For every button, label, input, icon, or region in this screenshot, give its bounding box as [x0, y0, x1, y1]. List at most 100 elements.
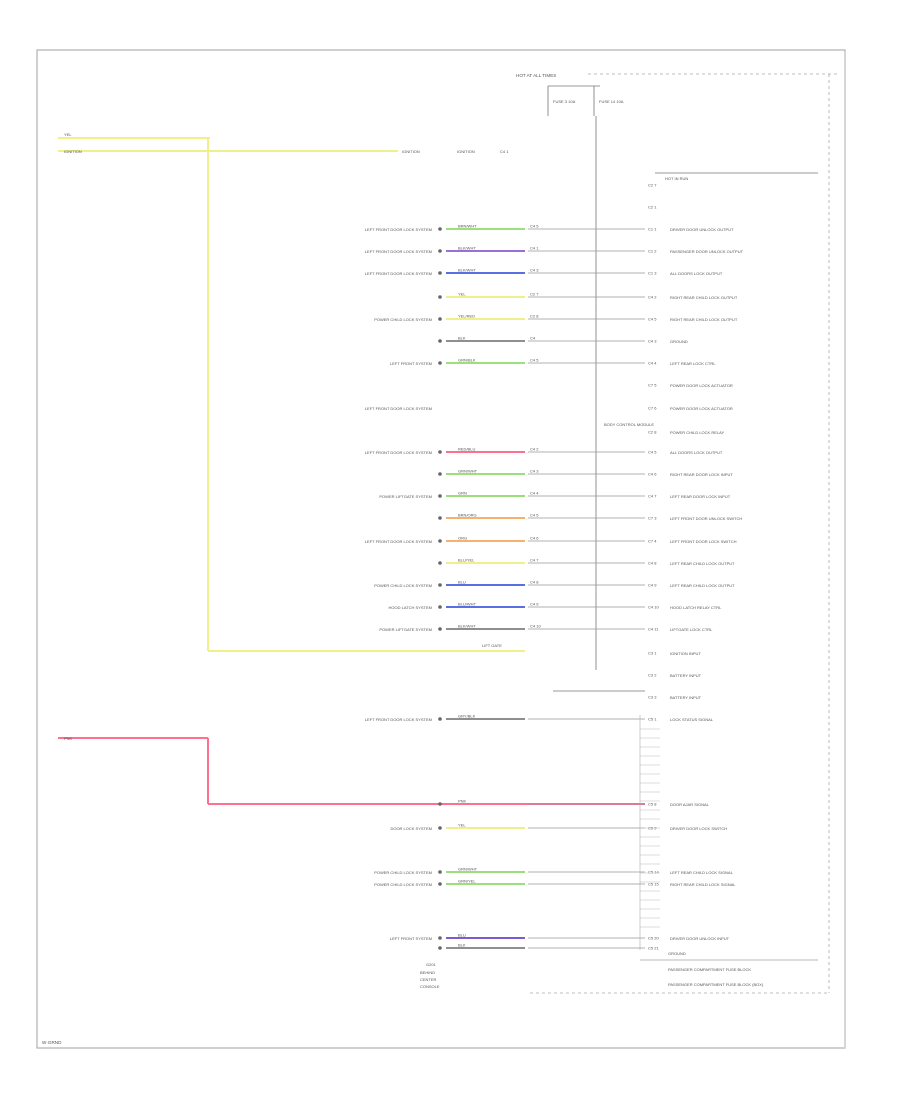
row-pin-label-23: C3 3 [648, 695, 657, 700]
lower-row-left-label-3: POWER CHILD LOCK SYSTEM [374, 882, 432, 887]
liftgate-label: LIFT GATE [482, 643, 502, 648]
row-wire-label-19: BLU/WHT [458, 602, 477, 607]
lower-row-right-label-1: DRIVER DOOR LOCK SWITCH [670, 826, 727, 831]
row-left-label-2: LEFT FRONT DOOR LOCK SYSTEM [365, 227, 432, 232]
row-wire-label-20: BLK/WHT [458, 624, 476, 629]
row-pin-label-4: C1 3 [648, 271, 657, 276]
row-wire-label-7: BLK [458, 336, 466, 341]
row-right-label-9: POWER DOOR LOCK ACTUATOR [670, 383, 733, 388]
lower-row-pin-dot-0 [438, 802, 442, 806]
controller-name-line: BODY CONTROL MODULE [604, 422, 654, 427]
row-connector-3: C4 1 [530, 246, 539, 251]
row-wire-label-4: BLK/WHT [458, 268, 476, 273]
row-left-label-20: POWER LIFTGATE SYSTEM [379, 627, 432, 632]
lower-row-left-label-4: LEFT FRONT SYSTEM [390, 936, 432, 941]
row-wire-label-15: BRN/ORG [458, 513, 477, 518]
row-right-label-14: LEFT REAR DOOR LOCK INPUT [670, 494, 731, 499]
lower-row-pin-dot-5 [438, 946, 442, 950]
controller-title-2: PASSENGER COMPARTMENT FUSE BLOCK (BOX) [668, 982, 764, 987]
row-pin-label-13: C4 6 [648, 472, 657, 477]
row-pin-dot-14 [438, 494, 442, 498]
row-wire-label-6: YEL/RED [458, 314, 475, 319]
row-connector-12: C4 2 [530, 447, 539, 452]
row-pin-label-22: C3 2 [648, 673, 657, 678]
row-pin-dot-20 [438, 627, 442, 631]
row-pin-label-18: C4 9 [648, 583, 657, 588]
row-pin-label-10: C7 6 [648, 406, 657, 411]
row-wire-label-24: GRY/BLK [458, 714, 476, 719]
row-wire-label-16: ORG [458, 536, 467, 541]
row-connector-15: C4 5 [530, 513, 539, 518]
row-pin-label-20: C4 11 [648, 627, 659, 632]
row-pin-label-6: C4 5 [648, 317, 657, 322]
hot-in-run-label: HOT IN RUN [665, 176, 688, 181]
row-pin-label-7: C4 3 [648, 339, 657, 344]
ground-footer-3: CENTER [420, 977, 437, 982]
row-connector-17: C4 7 [530, 558, 539, 563]
lower-row-right-label-0: DOOR AJAR SIGNAL [670, 802, 710, 807]
row-connector-20: C4 10 [530, 624, 541, 629]
row-left-label-3: LEFT FRONT DOOR LOCK SYSTEM [365, 249, 432, 254]
lower-row-wire-label-3: GRN/YEL [458, 879, 476, 884]
row-pin-label-11: C2 8 [648, 430, 657, 435]
lower-row-pin-label-0: C5 8 [648, 802, 657, 807]
lower-row-left-label-2: POWER CHILD LOCK SYSTEM [374, 870, 432, 875]
row-right-label-21: IGNITION INPUT [670, 651, 701, 656]
row-connector-13: C4 3 [530, 469, 539, 474]
row-pin-label-14: C4 7 [648, 494, 657, 499]
lower-row-wire-label-1: YEL [458, 823, 466, 828]
ground-footer-4: CONSOLE [420, 984, 440, 989]
fuse-a-label: FUSE 3 10A [553, 99, 576, 104]
row-right-label-22: BATTERY INPUT [670, 673, 702, 678]
row-connector-7: C4 [530, 336, 536, 341]
row-pin-label-8: C4 4 [648, 361, 657, 366]
row-pin-label-17: C4 8 [648, 561, 657, 566]
yellow-supply-label-bottom: IGNITION [64, 149, 82, 154]
row-left-label-10: LEFT FRONT DOOR LOCK SYSTEM [365, 406, 432, 411]
row-wire-label-12: RED/BLU [458, 447, 475, 452]
row-right-label-2: DRIVER DOOR UNLOCK OUTPUT [670, 227, 734, 232]
row-left-label-18: POWER CHILD LOCK SYSTEM [374, 583, 432, 588]
row-wire-label-14: GRN [458, 491, 467, 496]
row-pin-label-12: C4 5 [648, 450, 657, 455]
yellow-supply-mid-label: IGNITION [402, 149, 420, 154]
row-left-label-4: LEFT FRONT DOOR LOCK SYSTEM [365, 271, 432, 276]
row-left-label-6: POWER CHILD LOCK SYSTEM [374, 317, 432, 322]
page-ref-label: W·GRND [42, 1040, 62, 1045]
row-pin-dot-18 [438, 583, 442, 587]
row-pin-dot-13 [438, 472, 442, 476]
row-wire-label-18: BLU [458, 580, 466, 585]
yellow-supply-connector: C4 1 [500, 149, 509, 154]
row-left-label-24: LEFT FRONT DOOR LOCK SYSTEM [365, 717, 432, 722]
lower-row-pin-dot-1 [438, 826, 442, 830]
row-connector-19: C4 9 [530, 602, 539, 607]
row-right-label-16: LEFT FRONT DOOR LOCK SWITCH [670, 539, 737, 544]
row-right-label-12: ALL DOORS LOCK OUTPUT [670, 450, 723, 455]
row-pin-label-15: C7 3 [648, 516, 657, 521]
row-pin-dot-8 [438, 361, 442, 365]
lower-row-wire-label-0: PNK [458, 799, 467, 804]
row-connector-8: C4 5 [530, 358, 539, 363]
row-right-label-23: BATTERY INPUT [670, 695, 702, 700]
row-pin-dot-12 [438, 450, 442, 454]
row-right-label-24: LOCK STATUS SIGNAL [670, 717, 714, 722]
row-left-label-8: LEFT FRONT SYSTEM [390, 361, 432, 366]
row-connector-4: C4 3 [530, 268, 539, 273]
row-connector-2: C4 5 [530, 224, 539, 229]
row-pin-label-3: C1 2 [648, 249, 657, 254]
lower-row-pin-dot-3 [438, 882, 442, 886]
row-pin-label-1: C2 1 [648, 205, 657, 210]
lower-row-pin-label-3: C5 15 [648, 882, 659, 887]
lower-row-pin-label-4: C5 20 [648, 936, 659, 941]
lower-row-wire-label-2: GRN/WHT [458, 867, 478, 872]
row-pin-label-9: C7 5 [648, 383, 657, 388]
yellow-supply-label-top: YEL [64, 132, 72, 137]
row-right-label-3: PASSENGER DOOR UNLOCK OUTPUT [670, 249, 744, 254]
row-pin-dot-4 [438, 271, 442, 275]
row-connector-16: C4 6 [530, 536, 539, 541]
row-left-label-12: LEFT FRONT DOOR LOCK SYSTEM [365, 450, 432, 455]
row-pin-dot-15 [438, 516, 442, 520]
row-connector-14: C4 4 [530, 491, 539, 496]
row-right-label-17: LEFT REAR CHILD LOCK OUTPUT [670, 561, 735, 566]
lower-row-right-label-4: DRIVER DOOR UNLOCK INPUT [670, 936, 730, 941]
